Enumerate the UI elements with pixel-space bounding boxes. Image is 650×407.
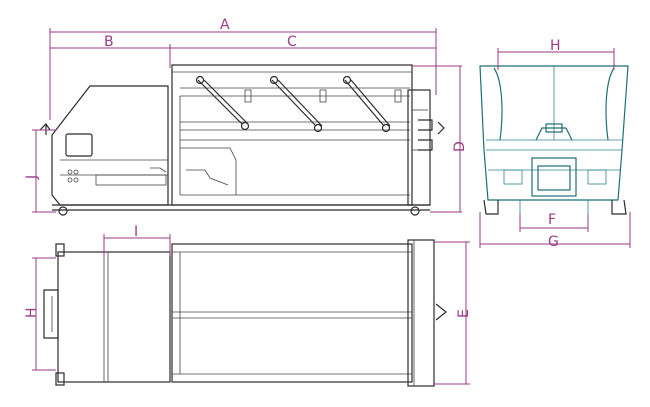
dimension-label-j: J [24, 175, 40, 180]
dimension-label-f: F [548, 212, 556, 228]
dimension-label-e: E [456, 309, 472, 318]
front-view-dimensions: H F G [479, 38, 631, 250]
dimension-label-i: I [134, 224, 138, 240]
top-view [43, 239, 447, 387]
dimension-label-b: B [104, 34, 114, 50]
top-view-dimensions: I H E [24, 224, 472, 385]
side-view-dimensions: A B C D J [24, 17, 468, 213]
dimension-label-g: G [548, 234, 559, 250]
front-view [479, 65, 629, 215]
dimension-label-a: A [220, 17, 230, 33]
dimension-label-d: D [452, 141, 468, 152]
dimension-label-h-front: H [550, 38, 561, 54]
dimension-label-h-top: H [24, 307, 40, 318]
dimension-label-c: C [287, 34, 297, 50]
side-view [39, 64, 445, 216]
